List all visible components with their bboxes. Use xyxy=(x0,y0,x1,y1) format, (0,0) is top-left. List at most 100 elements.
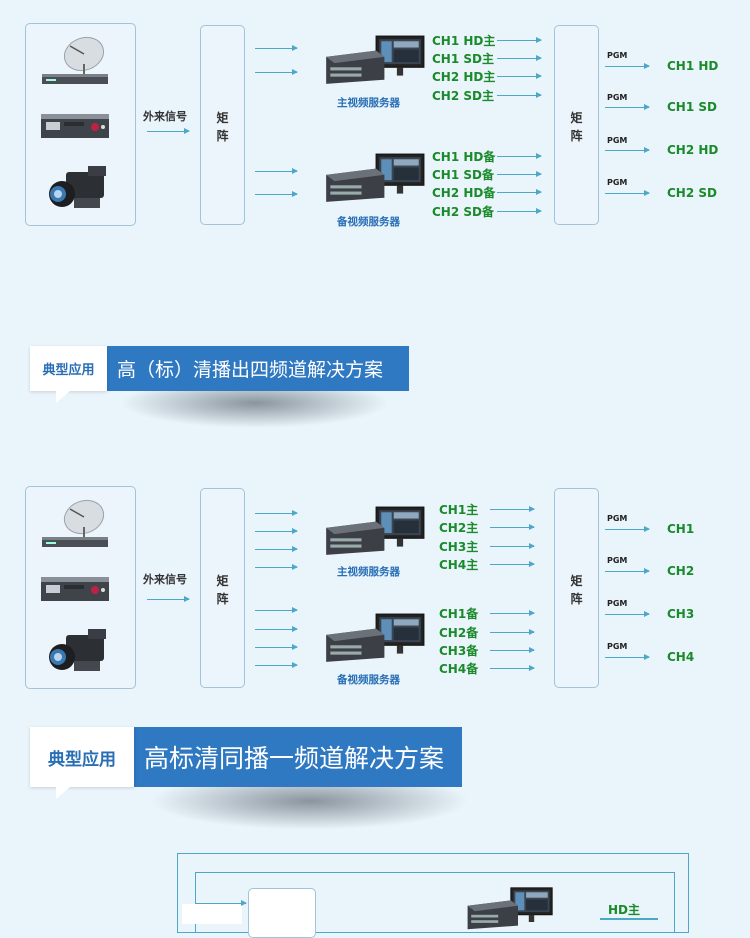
main-server-label: 主视频服务器 xyxy=(337,566,400,578)
arrow-out xyxy=(490,647,535,653)
pgm-output-label: CH4 xyxy=(667,650,695,664)
vtr-deck-icon xyxy=(40,573,110,603)
vtr-deck-icon xyxy=(40,110,110,140)
output-label: CH4主 xyxy=(439,558,479,572)
arrow-out xyxy=(490,543,535,549)
banner-2: 典型应用 高标清同播一频道解决方案 xyxy=(30,727,462,799)
main-server-label: 主视频服务器 xyxy=(337,97,400,109)
arrow-pgm xyxy=(605,526,650,532)
arrow-pgm xyxy=(605,63,650,69)
arrow-out xyxy=(497,73,542,79)
arrow-out xyxy=(497,37,542,43)
output-label: CH2 HD主 xyxy=(432,70,496,84)
output-label: HD主 xyxy=(608,903,641,917)
inner-white-block xyxy=(182,904,242,924)
external-signal-label: 外来信号 xyxy=(143,573,187,586)
output-label: CH3备 xyxy=(439,644,479,658)
output-label: CH1 SD主 xyxy=(432,52,494,66)
backup-server-icon xyxy=(322,152,426,204)
source-devices-box xyxy=(25,486,136,689)
arrow-matrix-backup-2 xyxy=(255,191,298,197)
arrow-matrix-backup xyxy=(255,626,298,632)
arrow-pgm xyxy=(605,104,650,110)
matrix-right-label: 矩 阵 xyxy=(570,111,583,143)
arrow-matrix-backup xyxy=(255,607,298,613)
arrow-pgm xyxy=(605,147,650,153)
arrow-out xyxy=(497,171,542,177)
arrow-matrix-main xyxy=(255,528,298,534)
banner-title: 高标清同播一频道解决方案 xyxy=(134,727,462,787)
pgm-label: PGM xyxy=(607,642,628,651)
arrow-out xyxy=(497,92,542,98)
pgm-output-label: CH1 HD xyxy=(667,59,719,73)
arrow-matrix-backup xyxy=(255,662,298,668)
satellite-receiver-icon xyxy=(40,497,110,552)
pgm-output-label: CH2 xyxy=(667,564,695,578)
arrow-matrix-main-2 xyxy=(255,69,298,75)
pgm-label: PGM xyxy=(607,514,628,523)
arrow-out xyxy=(497,153,542,159)
main-server-icon xyxy=(322,505,426,557)
banner-tag: 典型应用 xyxy=(30,346,107,403)
matrix-left-label: 矩 阵 xyxy=(216,574,229,606)
backup-server-label: 备视频服务器 xyxy=(337,674,400,686)
server-icon xyxy=(464,886,554,931)
pgm-output-label: CH2 HD xyxy=(667,143,719,157)
arrow-pgm xyxy=(605,611,650,617)
arrow-ext-to-matrix xyxy=(147,128,190,134)
arrow-matrix-backup-1 xyxy=(255,168,298,174)
video-camera-icon xyxy=(44,627,114,677)
pgm-label: PGM xyxy=(607,178,628,187)
arrow-out xyxy=(497,208,542,214)
arrow-ext-to-matrix xyxy=(147,596,190,602)
banner-title: 高（标）清播出四频道解决方案 xyxy=(107,346,409,391)
matrix-box xyxy=(248,888,316,938)
banner-tag: 典型应用 xyxy=(30,727,134,799)
arrow-pgm xyxy=(605,654,650,660)
output-label: CH1备 xyxy=(439,607,479,621)
pgm-label: PGM xyxy=(607,556,628,565)
pgm-label: PGM xyxy=(607,136,628,145)
backup-server-label: 备视频服务器 xyxy=(337,216,400,228)
banner-1: 典型应用 高（标）清播出四频道解决方案 xyxy=(30,346,409,403)
arrow-pgm xyxy=(605,568,650,574)
output-label: CH1 SD备 xyxy=(432,168,494,182)
external-signal-label: 外来信号 xyxy=(143,110,187,123)
arrow-out xyxy=(490,665,535,671)
backup-server-icon xyxy=(322,612,426,664)
pgm-output-label: CH1 SD xyxy=(667,100,717,114)
matrix-right-box: 矩 阵 xyxy=(554,488,599,688)
pgm-label: PGM xyxy=(607,599,628,608)
matrix-left-box: 矩 阵 xyxy=(200,488,245,688)
matrix-left-box: 矩 阵 xyxy=(200,25,245,225)
arrow-out xyxy=(490,524,535,530)
main-server-icon xyxy=(322,34,426,86)
arrow-out xyxy=(497,189,542,195)
inner-loop-line xyxy=(195,872,675,932)
arrow-matrix-main xyxy=(255,510,298,516)
matrix-right-box: 矩 阵 xyxy=(554,25,599,225)
arrow-out xyxy=(490,610,535,616)
arrow-loop xyxy=(196,900,247,906)
pgm-label: PGM xyxy=(607,51,628,60)
matrix-right-label: 矩 阵 xyxy=(570,574,583,606)
output-label: CH1 HD备 xyxy=(432,150,496,164)
pgm-label: PGM xyxy=(607,93,628,102)
arrow-out xyxy=(490,561,535,567)
output-label: CH2主 xyxy=(439,521,479,535)
output-label: CH4备 xyxy=(439,662,479,676)
source-devices-box xyxy=(25,23,136,226)
arrow-out xyxy=(490,629,535,635)
arrow-matrix-main xyxy=(255,546,298,552)
output-label: CH3主 xyxy=(439,540,479,554)
arrow-matrix-main-1 xyxy=(255,45,298,51)
output-label: CH2备 xyxy=(439,626,479,640)
arrow-out xyxy=(497,55,542,61)
output-label: CH2 HD备 xyxy=(432,186,496,200)
output-label: CH1 HD主 xyxy=(432,34,496,48)
pgm-output-label: CH2 SD xyxy=(667,186,717,200)
output-label: CH2 SD备 xyxy=(432,205,494,219)
output-label: CH1主 xyxy=(439,503,479,517)
arrow-matrix-main xyxy=(255,564,298,570)
pgm-output-label: CH3 xyxy=(667,607,695,621)
